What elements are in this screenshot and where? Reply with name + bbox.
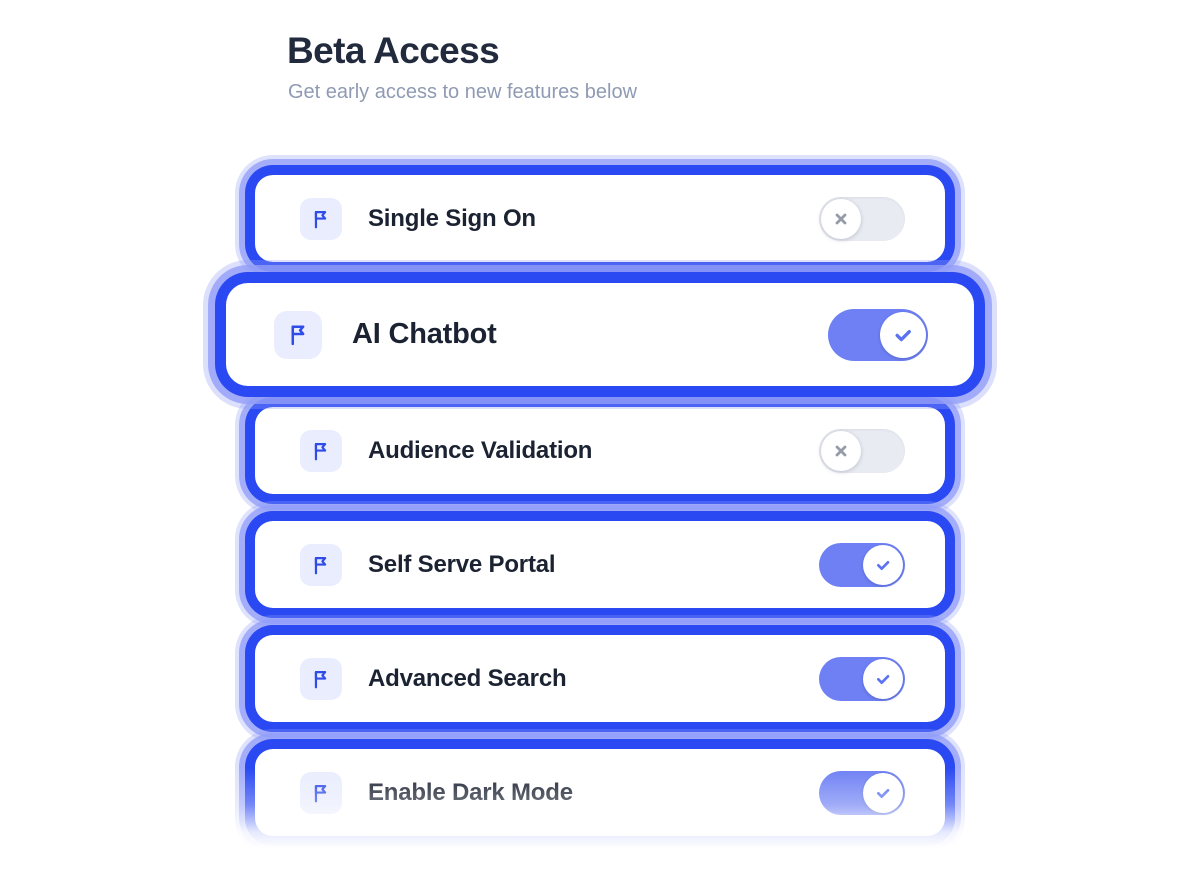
feature-label: Single Sign On bbox=[368, 204, 536, 232]
toggle-self-serve-portal[interactable] bbox=[819, 542, 905, 587]
flag-icon bbox=[300, 771, 342, 814]
check-icon bbox=[880, 311, 926, 358]
feature-label: AI Chatbot bbox=[352, 318, 497, 350]
feature-label: Self Serve Portal bbox=[368, 550, 556, 578]
toggle-ai-chatbot[interactable] bbox=[828, 308, 928, 361]
check-icon bbox=[863, 658, 903, 699]
toggle-audience-validation[interactable] bbox=[819, 428, 905, 473]
feature-row-single-sign-on: Single Sign On bbox=[255, 175, 945, 262]
flag-icon bbox=[300, 543, 342, 586]
page-title: Beta Access bbox=[287, 30, 500, 71]
x-icon bbox=[821, 430, 861, 471]
feature-label: Audience Validation bbox=[368, 436, 593, 464]
toggle-advanced-search[interactable] bbox=[819, 656, 905, 701]
toggle-enable-dark-mode[interactable] bbox=[819, 770, 905, 815]
feature-row-ai-chatbot: AI Chatbot bbox=[226, 283, 974, 386]
x-icon bbox=[821, 198, 861, 239]
toggle-single-sign-on[interactable] bbox=[819, 196, 905, 241]
page-header: Beta Access Get early access to new feat… bbox=[287, 30, 637, 104]
flag-icon bbox=[300, 429, 342, 472]
feature-row-self-serve-portal: Self Serve Portal bbox=[255, 521, 945, 608]
feature-row-audience-validation: Audience Validation bbox=[255, 407, 945, 494]
feature-row-enable-dark-mode: Enable Dark Mode bbox=[255, 749, 945, 836]
check-icon bbox=[863, 772, 903, 813]
page-subtitle: Get early access to new features below bbox=[288, 81, 638, 103]
feature-label: Advanced Search bbox=[368, 664, 567, 692]
flag-icon bbox=[300, 657, 342, 700]
feature-label: Enable Dark Mode bbox=[368, 778, 573, 806]
flag-icon bbox=[300, 197, 342, 240]
flag-icon bbox=[274, 310, 322, 359]
check-icon bbox=[863, 544, 903, 585]
feature-row-advanced-search: Advanced Search bbox=[255, 635, 945, 722]
feature-list: Single Sign On AI Chatbot bbox=[226, 175, 974, 836]
